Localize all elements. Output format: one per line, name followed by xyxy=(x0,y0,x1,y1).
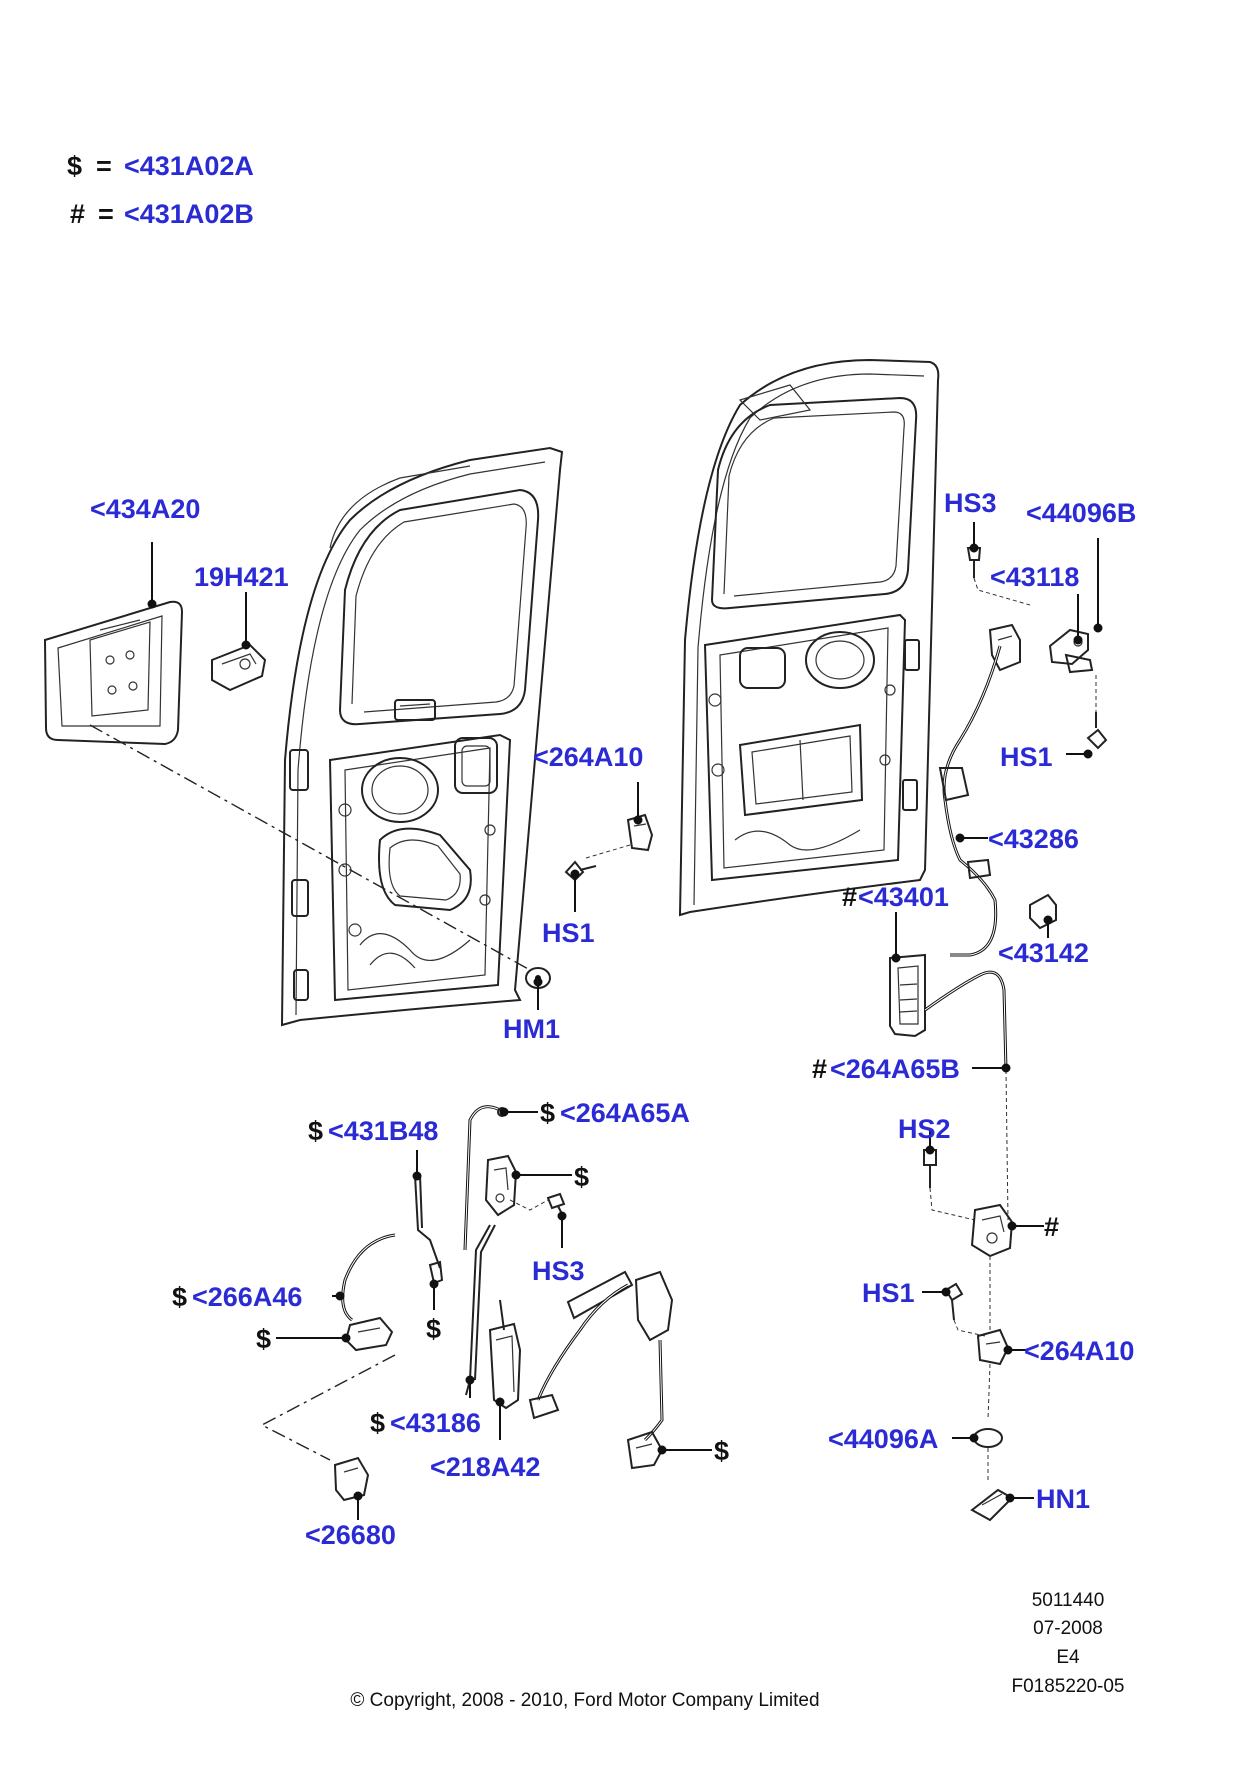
right-door-panel-drawing xyxy=(678,358,940,917)
part-26680-handle[interactable] xyxy=(333,1456,370,1502)
label-hs3-low[interactable]: HS3 xyxy=(532,1256,585,1286)
legend-equals-1: = xyxy=(96,151,112,181)
label-latch-hash: # xyxy=(1044,1212,1059,1242)
label-latch-dollar: $ xyxy=(574,1162,589,1192)
label-43286[interactable]: <43286 xyxy=(988,824,1079,854)
footer-revision: E4 xyxy=(1056,1647,1080,1668)
label-264A10-right[interactable]: <264A10 xyxy=(1024,1336,1134,1366)
label-43118[interactable]: <43118 xyxy=(990,562,1079,592)
label-264A65A-symbol: $ xyxy=(540,1098,555,1128)
assembly-line-hs3-low xyxy=(509,1199,549,1211)
part-44096B-clip[interactable] xyxy=(1048,628,1094,674)
part-264A65A-cable[interactable] xyxy=(463,1105,507,1251)
label-handle-dollar: $ xyxy=(714,1436,729,1466)
left-door-panel-drawing xyxy=(280,446,564,1027)
label-218A42[interactable]: <218A42 xyxy=(430,1452,540,1482)
footer-illustration-id: 5011440 xyxy=(1032,1590,1105,1611)
label-clip-dollar: $ xyxy=(426,1314,441,1344)
label-434A20[interactable]: <434A20 xyxy=(90,494,200,524)
footer: 5011440 07-2008 E4 F0185220-05 © Copyrig… xyxy=(350,1590,1124,1711)
part-434A20-plate[interactable] xyxy=(43,600,184,746)
label-264A65B[interactable]: <264A65B xyxy=(830,1054,960,1084)
label-44096A[interactable]: <44096A xyxy=(828,1424,938,1454)
part-43286-cable[interactable] xyxy=(938,645,1002,957)
label-26680[interactable]: <26680 xyxy=(305,1520,396,1550)
label-264A65B-symbol: # xyxy=(812,1054,827,1084)
assembly-line-hs1 xyxy=(585,844,631,859)
label-431B48[interactable]: <431B48 xyxy=(328,1116,438,1146)
label-43186[interactable]: <43186 xyxy=(390,1408,481,1438)
part-19H421-handle[interactable] xyxy=(211,643,267,692)
assembly-line-plate xyxy=(89,724,531,971)
part-hs2-bolt[interactable] xyxy=(923,1149,937,1188)
part-hs1-screw-left[interactable] xyxy=(564,860,597,882)
part-hs1-screw-right[interactable] xyxy=(1086,712,1108,750)
label-hs1-left[interactable]: HS1 xyxy=(542,918,595,948)
assembly-line-striker xyxy=(987,1363,991,1421)
part-hs1-screw-low[interactable] xyxy=(944,1282,964,1321)
part-264A65B-cable[interactable] xyxy=(924,970,1008,1071)
assembly-line-bracket xyxy=(260,1354,396,1461)
footer-date: 07-2008 xyxy=(1033,1618,1103,1639)
legend-symbol-dollar: $ xyxy=(67,151,82,181)
part-264A10-striker-left[interactable] xyxy=(626,813,654,852)
label-43401[interactable]: <43401 xyxy=(858,882,949,912)
label-431B48-symbol: $ xyxy=(308,1116,323,1146)
assembly-line-hs2 xyxy=(929,1187,976,1221)
label-hn1[interactable]: HN1 xyxy=(1036,1484,1090,1514)
labels: <434A20 19H421 <264A10 HS1 HM1 HS3 <4409… xyxy=(90,488,1136,1550)
part-43401-handle[interactable] xyxy=(889,953,926,1038)
part-inside-handle-assembly[interactable] xyxy=(528,1270,674,1470)
label-hs1-right[interactable]: HS1 xyxy=(1000,742,1053,772)
part-431B48-rod[interactable] xyxy=(414,1174,441,1269)
legend-equals-2: = xyxy=(98,199,114,229)
label-264A65A[interactable]: <264A65A xyxy=(560,1098,690,1128)
label-266A46[interactable]: <266A46 xyxy=(192,1282,302,1312)
label-266A46-symbol: $ xyxy=(172,1282,187,1312)
part-bracket[interactable] xyxy=(344,1316,394,1352)
part-hn1-nut[interactable] xyxy=(970,1488,1014,1522)
label-19H421[interactable]: 19H421 xyxy=(194,562,289,592)
part-43118-bracket[interactable] xyxy=(988,623,1021,672)
label-43142[interactable]: <43142 xyxy=(998,938,1089,968)
leaders xyxy=(147,522,1103,1520)
part-hs3-screw-low[interactable] xyxy=(546,1192,566,1215)
footer-reference: F0185220-05 xyxy=(1011,1676,1124,1697)
label-hs3-top[interactable]: HS3 xyxy=(944,488,997,518)
label-hs2[interactable]: HS2 xyxy=(898,1114,951,1144)
legend-code-431A02B[interactable]: <431A02B xyxy=(124,199,254,229)
label-43401-symbol: # xyxy=(842,882,857,912)
legend: $ = <431A02A # = <431A02B xyxy=(67,151,254,229)
assembly-line-hs1-low xyxy=(953,1319,986,1337)
part-264A10-striker-right[interactable] xyxy=(976,1328,1010,1366)
part-266A46-cable[interactable] xyxy=(341,1233,396,1322)
part-218A42-actuator[interactable] xyxy=(488,1299,522,1410)
label-bracket-dollar: $ xyxy=(256,1324,271,1354)
footer-copyright: © Copyright, 2008 - 2010, Ford Motor Com… xyxy=(350,1690,819,1711)
part-center-latch[interactable] xyxy=(484,1154,518,1217)
label-44096B[interactable]: <44096B xyxy=(1026,498,1136,528)
part-43142-clip[interactable] xyxy=(1029,893,1057,930)
label-43186-symbol: $ xyxy=(370,1408,385,1438)
label-264A10-left[interactable]: <264A10 xyxy=(533,742,643,772)
label-hm1[interactable]: HM1 xyxy=(503,1014,560,1044)
legend-symbol-hash: # xyxy=(70,199,85,229)
part-43186-rod[interactable] xyxy=(465,1224,496,1396)
legend-code-431A02A[interactable]: <431A02A xyxy=(124,151,254,181)
part-clip[interactable] xyxy=(428,1260,444,1285)
part-right-latch[interactable] xyxy=(970,1203,1014,1258)
assembly-line-264A65B xyxy=(1005,1069,1009,1221)
label-hs1-low[interactable]: HS1 xyxy=(862,1278,915,1308)
